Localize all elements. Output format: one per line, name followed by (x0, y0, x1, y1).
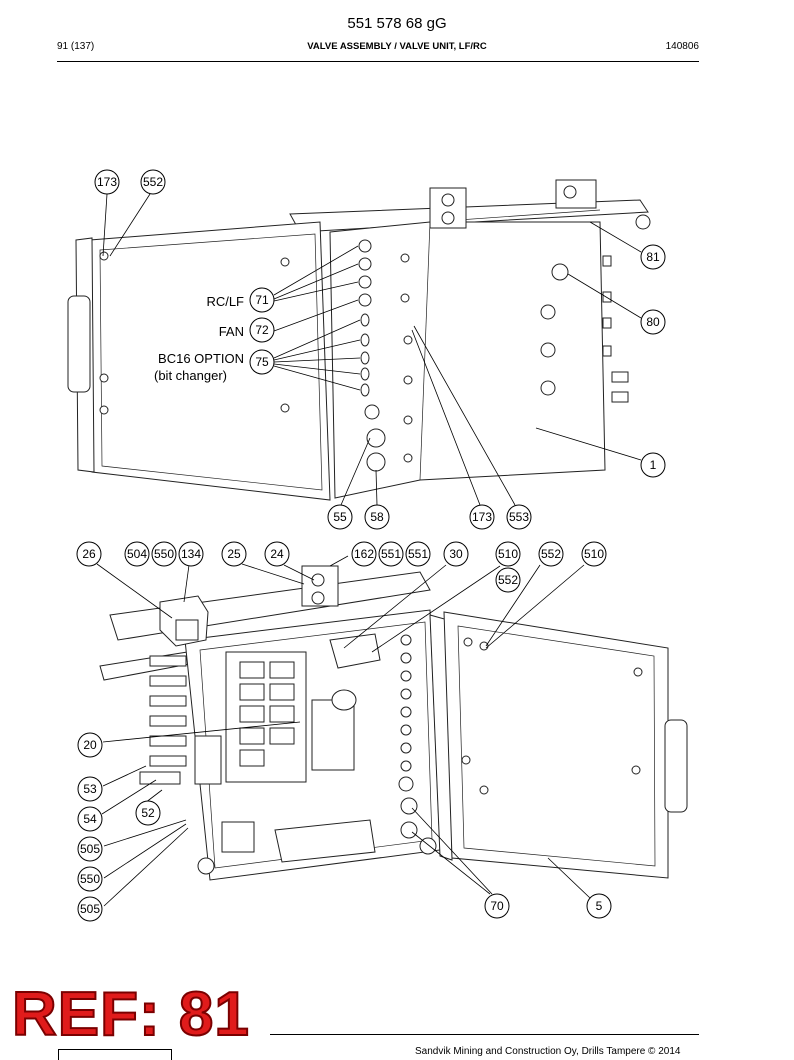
svg-text:550: 550 (80, 872, 100, 886)
callout-551: 551 (378, 541, 404, 567)
callout-52: 52 (135, 800, 161, 826)
callout-173: 173 (469, 504, 495, 530)
svg-text:510: 510 (498, 547, 518, 561)
callout-24: 24 (264, 541, 290, 567)
rc-lf-label: RC/LF (206, 294, 244, 309)
svg-text:1: 1 (650, 458, 657, 472)
ref-stamp: REF: 81 (11, 980, 250, 1049)
svg-text:20: 20 (83, 738, 97, 752)
callout-505: 505 (77, 836, 103, 862)
callout-551: 551 (405, 541, 431, 567)
svg-text:552: 552 (143, 175, 163, 189)
svg-text:24: 24 (270, 547, 284, 561)
svg-text:54: 54 (83, 812, 97, 826)
page-title: VALVE ASSEMBLY / VALVE UNIT, LF/RC (307, 41, 487, 52)
svg-text:162: 162 (354, 547, 374, 561)
footer-copyright: Sandvik Mining and Construction Oy, Dril… (415, 1046, 681, 1057)
callout-80: 80 (640, 309, 666, 335)
callout-70: 70 (484, 893, 510, 919)
top-leader-lines (102, 193, 642, 506)
callout-75: 75 (249, 349, 275, 375)
svg-text:552: 552 (498, 573, 518, 587)
callout-5: 5 (586, 893, 612, 919)
svg-text:134: 134 (181, 547, 201, 561)
callout-552: 552 (538, 541, 564, 567)
callout-72: 72 (249, 317, 275, 343)
callout-1: 1 (640, 452, 666, 478)
header-divider (57, 61, 699, 62)
svg-text:72: 72 (255, 323, 269, 337)
callout-81: 81 (640, 244, 666, 270)
bit-changer-label: (bit changer) (154, 368, 227, 383)
svg-text:5: 5 (596, 899, 603, 913)
svg-text:71: 71 (255, 293, 269, 307)
svg-text:550: 550 (154, 547, 174, 561)
valve-stack (239, 661, 295, 767)
callout-510: 510 (581, 541, 607, 567)
callout-173: 173 (94, 169, 120, 195)
svg-text:553: 553 (509, 510, 529, 524)
svg-text:510: 510 (584, 547, 604, 561)
svg-text:58: 58 (370, 510, 384, 524)
svg-text:173: 173 (472, 510, 492, 524)
left-manifold (139, 655, 222, 785)
footer-divider (270, 1034, 699, 1035)
svg-text:70: 70 (490, 899, 504, 913)
footer-logo (58, 1049, 172, 1060)
svg-text:505: 505 (80, 902, 100, 916)
fan-label: FAN (219, 324, 244, 339)
callout-71: 71 (249, 287, 275, 313)
callout-553: 553 (506, 504, 532, 530)
callout-550: 550 (77, 866, 103, 892)
callout-510: 510 (495, 541, 521, 567)
svg-text:30: 30 (449, 547, 463, 561)
svg-text:52: 52 (141, 806, 155, 820)
svg-text:80: 80 (646, 315, 660, 329)
bottom-leader-lines (96, 555, 591, 907)
callout-20: 20 (77, 732, 103, 758)
svg-text:551: 551 (408, 547, 428, 561)
callout-550: 550 (151, 541, 177, 567)
bc16-option-label: BC16 OPTION (158, 351, 244, 366)
svg-text:25: 25 (227, 547, 241, 561)
callout-55: 55 (327, 504, 353, 530)
callout-504: 504 (124, 541, 150, 567)
callout-552: 552 (495, 567, 521, 593)
svg-text:504: 504 (127, 547, 147, 561)
callout-30: 30 (443, 541, 469, 567)
callout-25: 25 (221, 541, 247, 567)
callout-26: 26 (76, 541, 102, 567)
callout-53: 53 (77, 776, 103, 802)
document-number: 551 578 68 gG (347, 15, 447, 32)
callout-505: 505 (77, 896, 103, 922)
callout-58: 58 (364, 504, 390, 530)
svg-text:505: 505 (80, 842, 100, 856)
svg-text:552: 552 (541, 547, 561, 561)
callout-552: 552 (140, 169, 166, 195)
fittings-column (358, 239, 386, 472)
date-code: 140806 (665, 41, 699, 52)
callout-134: 134 (178, 541, 204, 567)
bottom-fittings-column (398, 634, 418, 839)
svg-text:75: 75 (255, 355, 269, 369)
bottom-valve-assembly (99, 565, 688, 881)
svg-text:53: 53 (83, 782, 97, 796)
svg-text:173: 173 (97, 175, 117, 189)
callout-162: 162 (351, 541, 377, 567)
callout-54: 54 (77, 806, 103, 832)
svg-text:55: 55 (333, 510, 347, 524)
svg-text:551: 551 (381, 547, 401, 561)
svg-text:26: 26 (82, 547, 96, 561)
page-reference: 91 (137) (57, 41, 95, 52)
svg-text:81: 81 (646, 250, 660, 264)
